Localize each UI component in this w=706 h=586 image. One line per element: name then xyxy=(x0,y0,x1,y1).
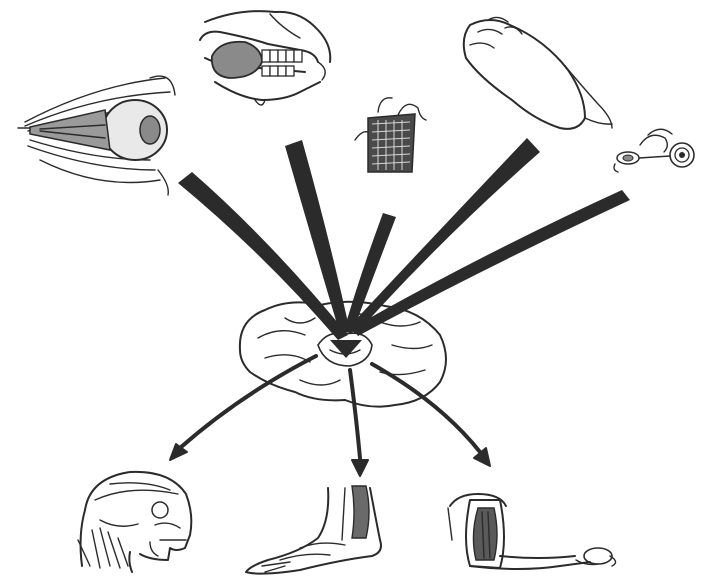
arm-muscles-icon xyxy=(448,494,616,569)
input-arrow-ear xyxy=(352,190,630,336)
output-arrow-arm xyxy=(372,364,480,452)
output-arrow-foot xyxy=(350,370,360,458)
output-arrows xyxy=(170,356,490,476)
inner-ear-icon xyxy=(614,129,694,172)
skin-patch-icon xyxy=(355,98,426,172)
eye-icon xyxy=(18,76,175,195)
nose-icon xyxy=(464,17,612,128)
head-neck-muscles-icon xyxy=(78,472,191,572)
mouth-tongue-icon xyxy=(200,11,330,105)
foot-ankle-icon xyxy=(246,486,381,574)
